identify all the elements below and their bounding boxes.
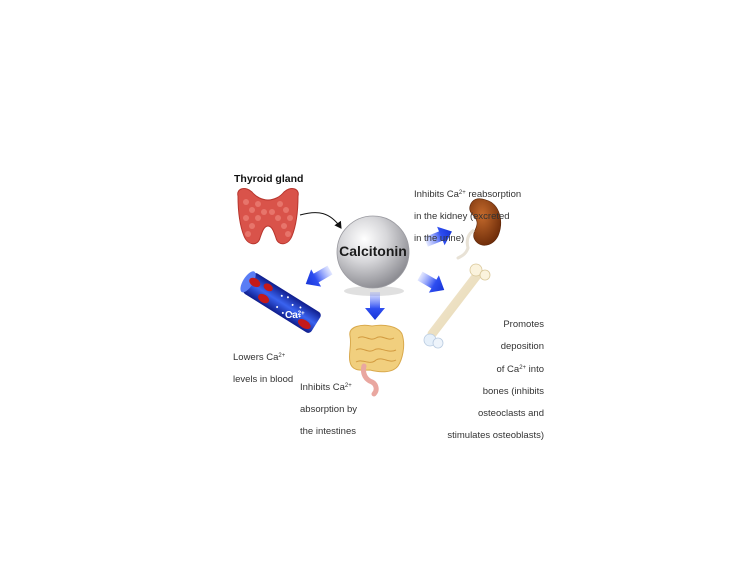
intestine-text-sup: 2+	[344, 383, 352, 389]
vessel-ion-label: Ca2+	[285, 310, 305, 321]
blood-text-sup: 2+	[278, 353, 286, 359]
kidney-text-line1b: reabsorption	[465, 189, 522, 200]
arrow-to-bone	[417, 271, 445, 293]
intestine-text-line1: Inhibits Ca	[300, 382, 345, 393]
intestine-effect-text: Inhibits Ca2+ absorption by the intestin…	[300, 370, 357, 437]
kidney-text-line3: in the urine)	[414, 233, 465, 244]
blood-effect-text: Lowers Ca2+ levels in blood	[233, 340, 293, 385]
bone-text-line2: deposition	[500, 341, 544, 352]
bone-effect-text: Promotes deposition of Ca2+ into bones (…	[440, 308, 544, 441]
blood-text-line2: levels in blood	[233, 374, 294, 385]
intestine-icon	[348, 324, 405, 397]
kidney-text-line1: Inhibits Ca	[414, 189, 459, 200]
kidney-icon	[456, 198, 501, 260]
bone-text-line4: bones (inhibits	[482, 386, 544, 397]
blood-vessel-icon	[240, 271, 321, 333]
calcitonin-sphere-icon	[336, 215, 410, 296]
calcitonin-label: Calcitonin	[339, 243, 407, 259]
bone-text-line3b: into	[526, 364, 544, 375]
arrow-to-intestine	[365, 292, 385, 320]
kidney-effect-text: Inhibits Ca2+ reabsorption in the kidney…	[414, 177, 521, 244]
vessel-ion-sup: 2+	[297, 311, 305, 317]
blood-text-line1: Lowers Ca	[233, 352, 279, 363]
bone-text-line5: osteoclasts and	[477, 408, 544, 419]
thyroid-gland-icon	[237, 188, 299, 245]
kidney-text-sup: 2+	[458, 190, 466, 196]
bone-text-sup: 2+	[519, 365, 527, 371]
thyroid-gland-label: Thyroid gland	[234, 173, 304, 185]
intestine-text-line3: the intestines	[300, 426, 356, 437]
bone-text-line3a: of Ca	[496, 364, 520, 375]
bone-text-line6: stimulates osteoblasts)	[447, 430, 544, 441]
bone-icon	[423, 263, 491, 349]
bone-text-line1: Promotes	[503, 319, 544, 330]
kidney-text-line2: in the kidney (excreted	[414, 211, 510, 222]
intestine-text-line2: absorption by	[300, 404, 358, 415]
vessel-ion-text: Ca	[285, 310, 298, 321]
arrow-to-kidney	[424, 226, 452, 247]
thyroid-to-calcitonin-arrow	[299, 212, 342, 229]
arrow-to-blood	[305, 265, 333, 287]
